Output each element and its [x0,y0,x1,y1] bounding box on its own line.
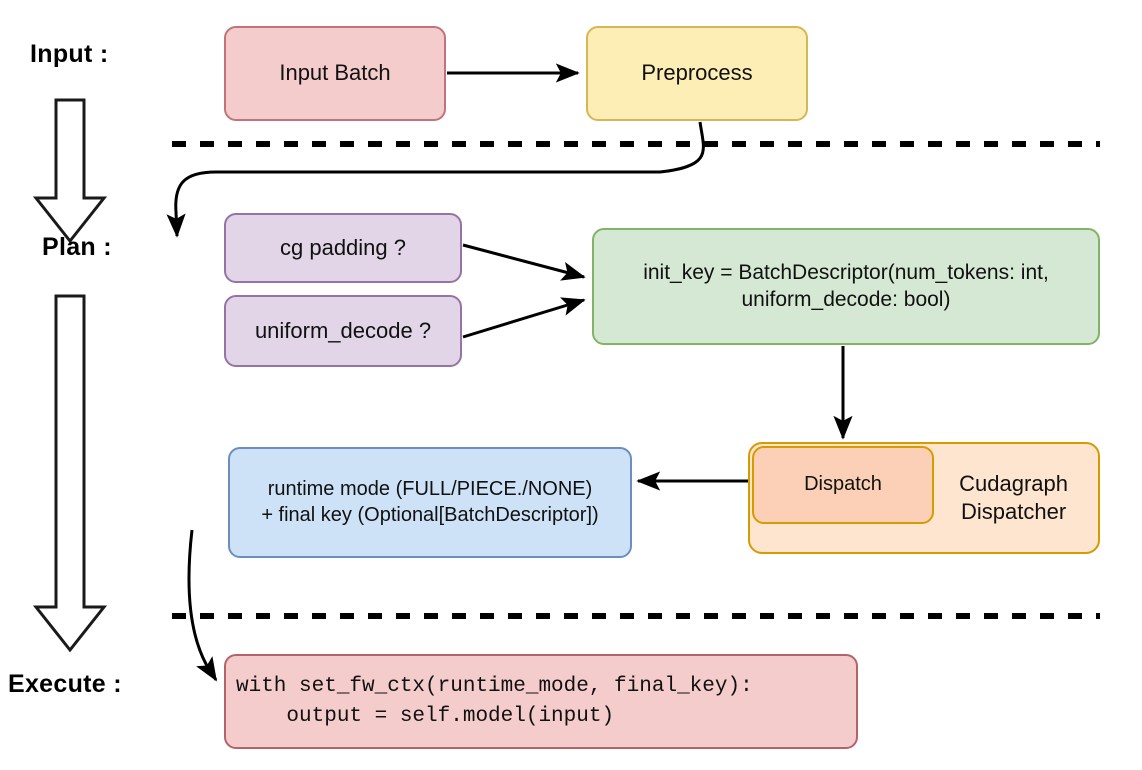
plan-to-execute-flow-arrow [32,294,108,653]
node-uniform-decode[interactable]: uniform_decode ? [224,295,462,367]
node-execute-code[interactable]: with set_fw_ctx(runtime_mode, final_key)… [224,654,858,749]
stage-label-input: Input : [30,40,109,68]
node-dispatch[interactable]: Dispatch [752,446,934,524]
node-preprocess[interactable]: Preprocess [586,26,808,121]
edge-runtime-mode-to-execute-code [187,529,218,682]
node-input-batch[interactable]: Input Batch [224,26,446,121]
node-cg-padding[interactable]: cg padding ? [224,213,462,283]
edge-uniform-decode-to-init-key [462,297,586,339]
node-runtime-mode[interactable]: runtime mode (FULL/PIECE./NONE) + final … [228,447,632,558]
execute-code-text: with set_fw_ctx(runtime_mode, final_key)… [236,674,753,728]
stage-label-plan: Plan : [42,233,112,261]
node-init-key[interactable]: init_key = BatchDescriptor(num_tokens: i… [592,228,1100,345]
input-to-plan-flow-arrow [32,98,108,244]
stage-label-execute: Execute : [8,670,122,698]
edge-cg-padding-to-init-key [462,243,586,281]
